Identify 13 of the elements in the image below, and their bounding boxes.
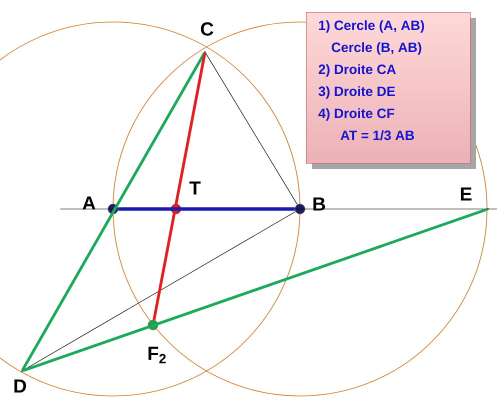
point-label: A [82,196,96,210]
point-label: T [189,181,201,195]
point-label: B [313,197,325,211]
line [118,207,295,211]
line [21,52,206,371]
line [152,52,206,320]
line [22,208,488,372]
point-label: C [200,22,214,36]
line [205,52,298,205]
instruction-box: 1) Cercle (A, AB) Cercle (B, AB) 2) Droite CA 3) Droite DE 4) Droite CF AT = 1/3 AB [306,12,476,169]
point-label: D [14,379,26,393]
point-label: E [460,187,472,201]
point-label: F$_{2}$ [148,346,166,364]
